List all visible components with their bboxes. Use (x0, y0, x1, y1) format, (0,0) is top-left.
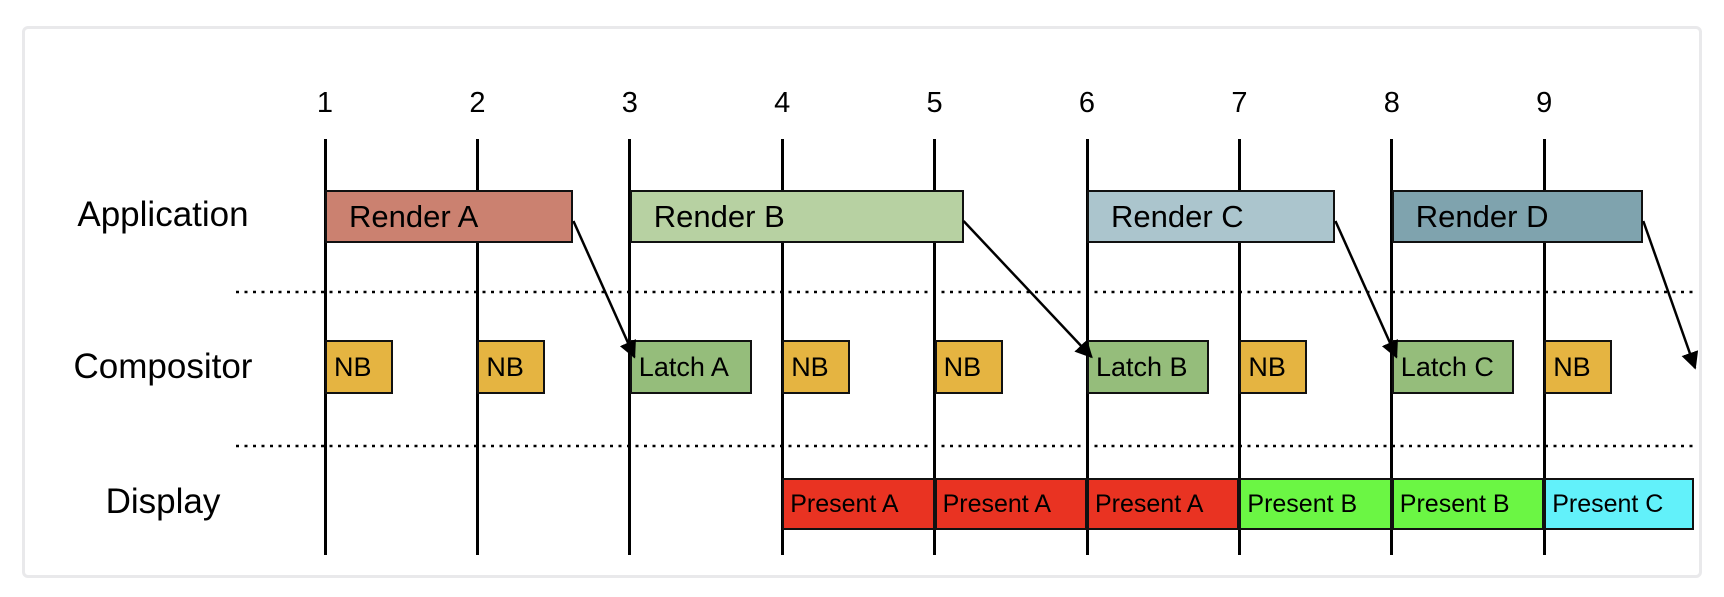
compositor-nb-box: NB (934, 340, 1003, 394)
display-present-a-box: Present A (1087, 478, 1240, 530)
display-present-b-box: Present B (1239, 478, 1392, 530)
tick-label: 6 (1078, 87, 1096, 119)
render-c-to-latch-c-arrow (1334, 220, 1398, 359)
app-bar-render-c: Render C (1087, 190, 1336, 243)
row-label-application: Application (77, 195, 249, 234)
app-bar-render-a: Render A (325, 190, 574, 243)
compositor-latch-b-box: Latch B (1087, 340, 1209, 394)
row-label-display: Display (105, 482, 221, 521)
compositor-latch-c-box: Latch C (1391, 340, 1514, 394)
compositor-nb-box: NB (325, 340, 393, 394)
tick-label: 3 (621, 87, 638, 119)
tick-label: 7 (1231, 87, 1248, 119)
app-bar-render-b: Render B (629, 190, 964, 243)
tick-label: 5 (926, 87, 943, 119)
display-present-c-box: Present C (1544, 478, 1694, 530)
row-label-compositor: Compositor (73, 347, 253, 386)
compositor-nb-box: NB (1239, 340, 1308, 394)
tick-label: 4 (774, 87, 791, 119)
display-present-a-box: Present A (934, 478, 1087, 530)
render-a-to-latch-a-arrow (572, 220, 636, 359)
render-b-to-latch-b-arrow (962, 220, 1093, 359)
compositor-nb-box: NB (1544, 340, 1613, 394)
app-bar-render-d: Render D (1391, 190, 1644, 243)
tick-label: 2 (469, 87, 486, 119)
compositor-nb-box: NB (477, 340, 546, 394)
display-present-b-box: Present B (1391, 478, 1545, 530)
compositor-nb-box: NB (782, 340, 851, 394)
tick-label: 8 (1383, 87, 1400, 119)
compositor-latch-a-box: Latch A (629, 340, 752, 394)
tick-label: 1 (316, 87, 334, 119)
tick-label: 9 (1536, 87, 1553, 119)
display-present-a-box: Present A (782, 478, 935, 530)
render-d-next-frame-arrow (1642, 220, 1699, 370)
